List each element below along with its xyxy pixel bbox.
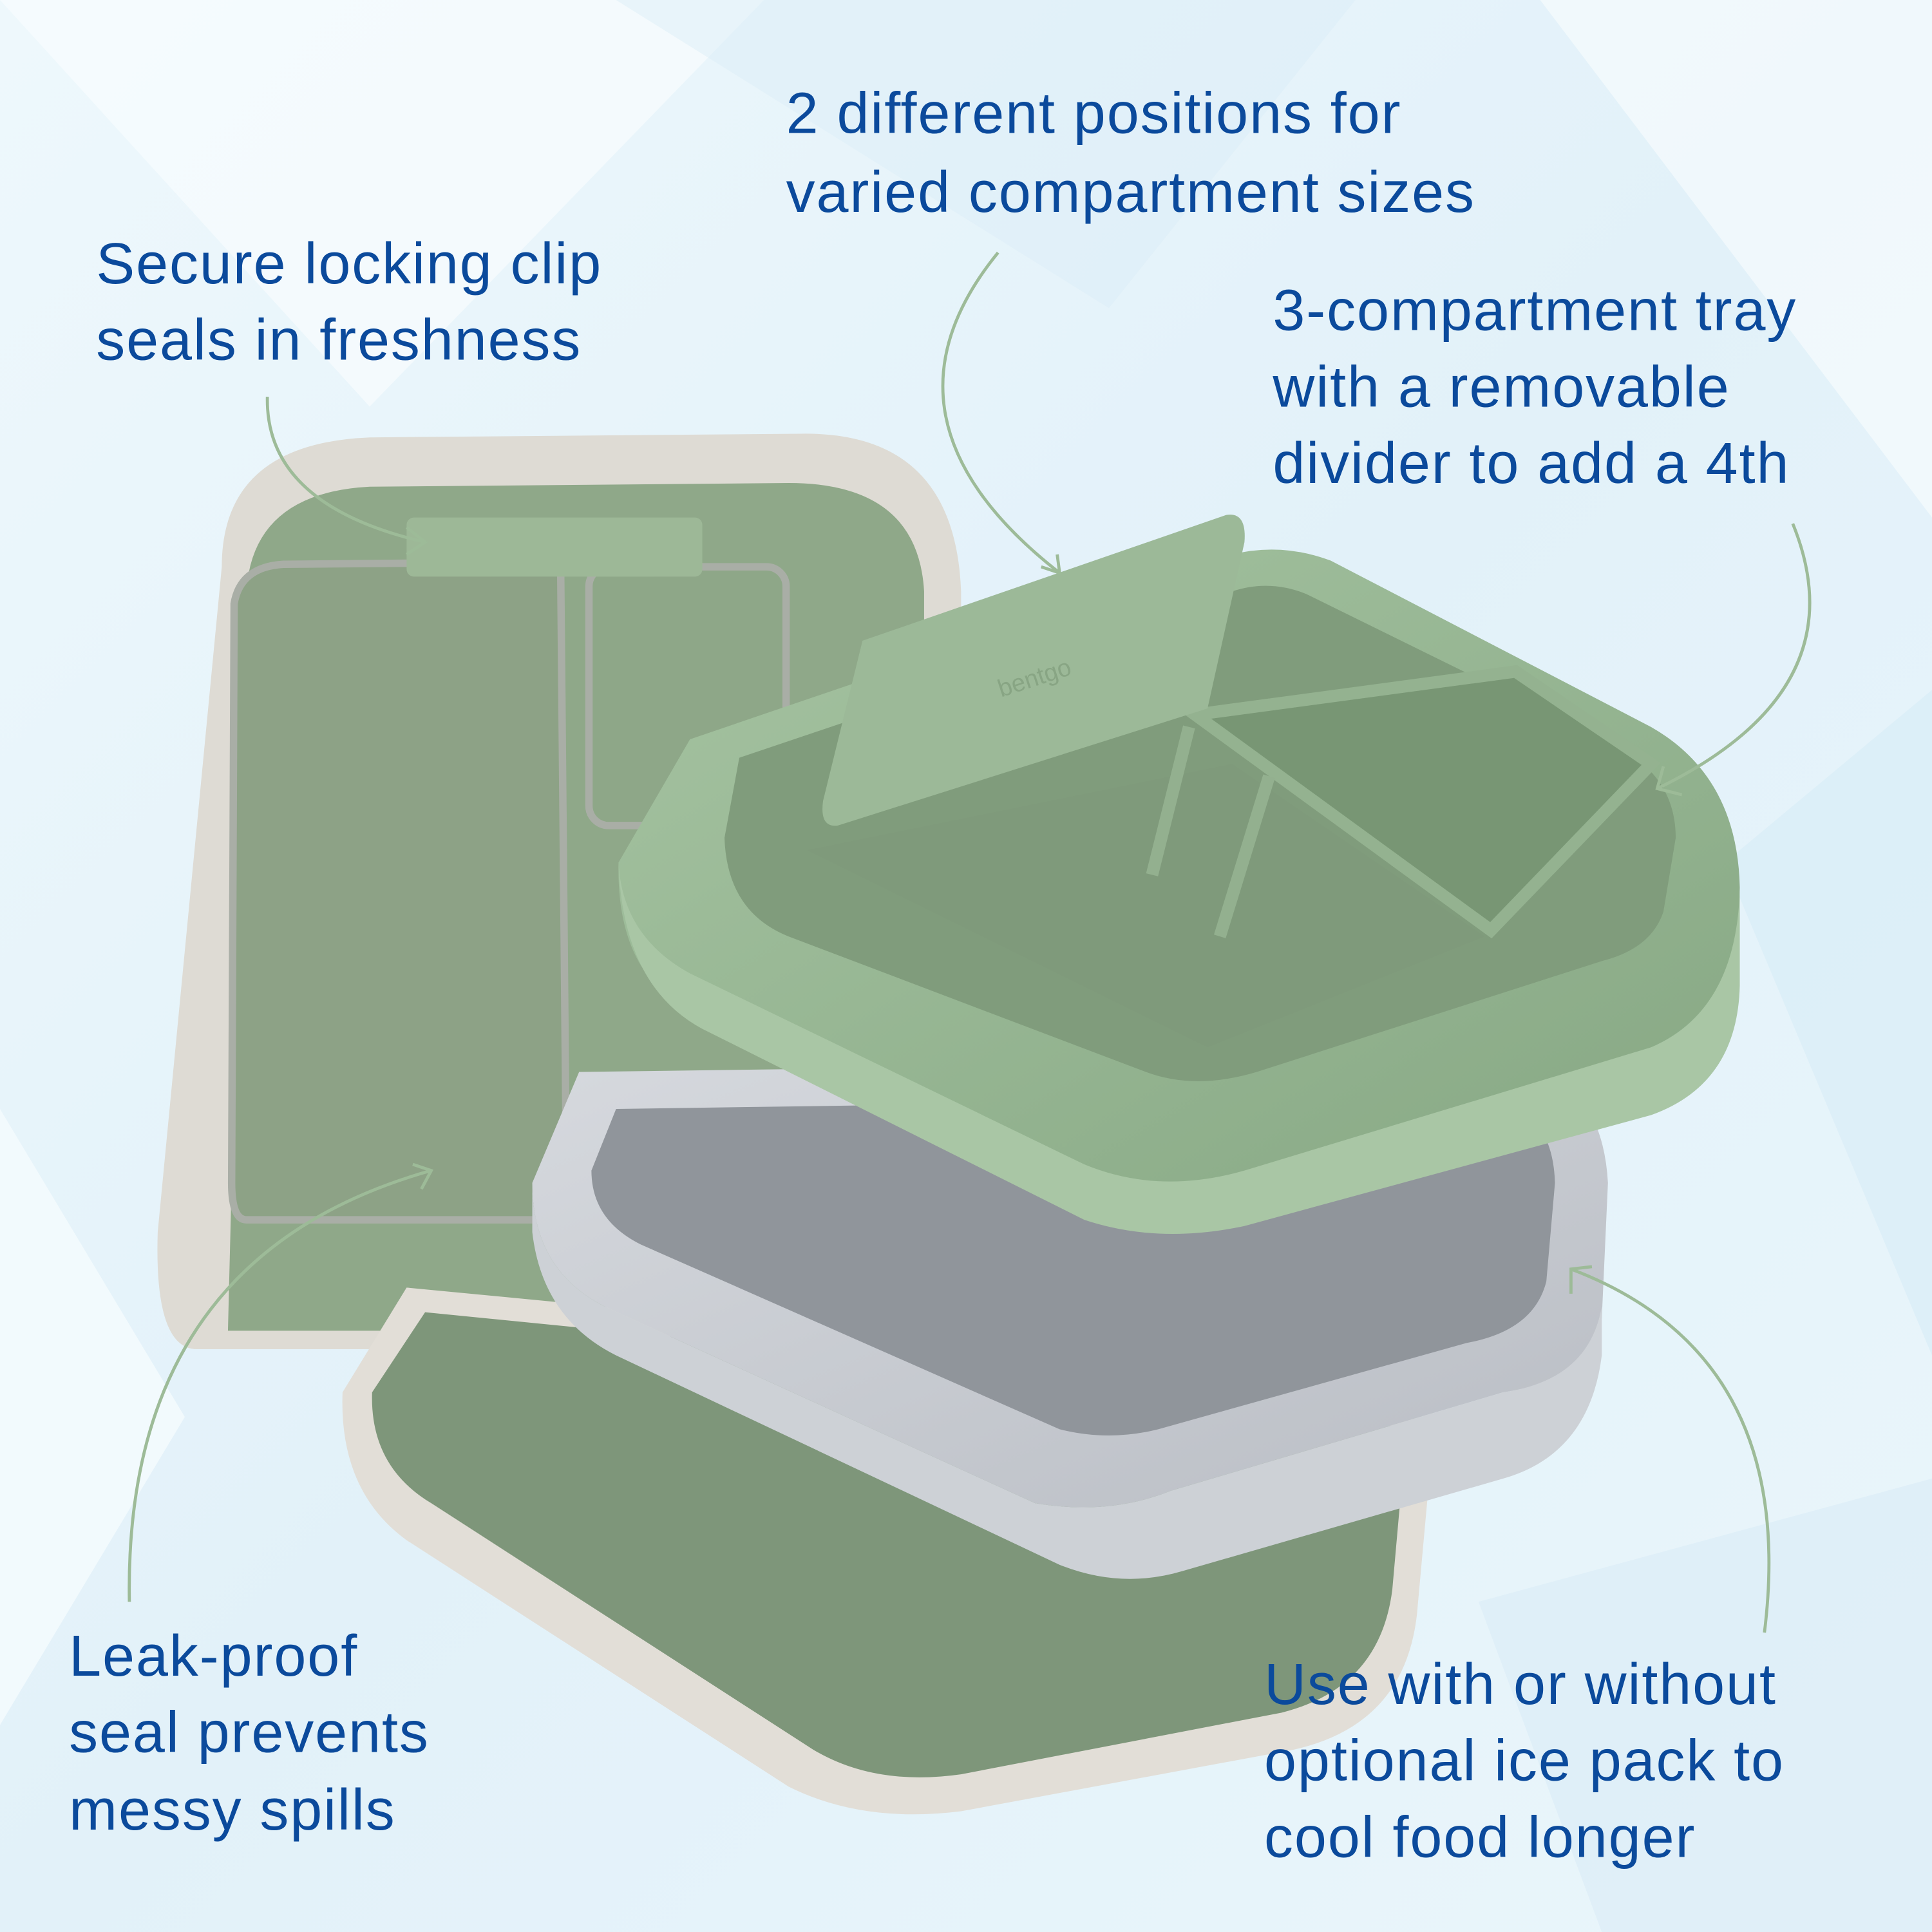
callout-line: with a removable xyxy=(1272,355,1730,419)
callout-line: divider to add a 4th xyxy=(1273,431,1790,496)
arrow-clip xyxy=(265,397,426,544)
callout-ice-pack: Use with or without optional ice pack to… xyxy=(1264,1653,1785,1870)
arrow-ice-pack xyxy=(1570,1267,1771,1633)
arrowhead-icon xyxy=(412,1162,434,1190)
arrowhead-icon xyxy=(1655,766,1683,797)
removable-divider xyxy=(822,515,1245,826)
arrow-positions xyxy=(941,251,1061,574)
callout-line: Use with or without xyxy=(1264,1653,1777,1717)
callout-clip: Secure locking clip seals in freshness xyxy=(96,232,602,373)
callout-line: cool food longer xyxy=(1264,1805,1696,1870)
callout-tray: 3-compartment tray with a removable divi… xyxy=(1272,279,1797,496)
callout-seal: Leak-proof seal prevents messy spills xyxy=(69,1624,430,1842)
callout-line: messy spills xyxy=(69,1778,396,1842)
arrowhead-icon xyxy=(405,526,428,556)
callout-line: varied compartment sizes xyxy=(786,160,1475,225)
callout-line: seals in freshness xyxy=(96,308,582,373)
arrow-tray xyxy=(1656,523,1812,790)
callout-positions: 2 different positions for varied compart… xyxy=(786,82,1475,225)
arrowhead-icon xyxy=(1569,1265,1593,1294)
arrowhead-icon xyxy=(1040,554,1062,576)
compartment-tray: bentgo xyxy=(618,515,1740,1234)
arrow-seal xyxy=(128,1169,432,1602)
callout-line: seal prevents xyxy=(69,1701,430,1765)
callout-arrows xyxy=(128,251,1812,1633)
callout-line: optional ice pack to xyxy=(1264,1729,1785,1794)
callout-line: 3-compartment tray xyxy=(1273,279,1797,343)
callout-line: Secure locking clip xyxy=(96,232,602,296)
callout-line: Leak-proof xyxy=(69,1624,358,1689)
locking-clip xyxy=(406,517,703,577)
callout-line: 2 different positions for xyxy=(786,82,1402,146)
